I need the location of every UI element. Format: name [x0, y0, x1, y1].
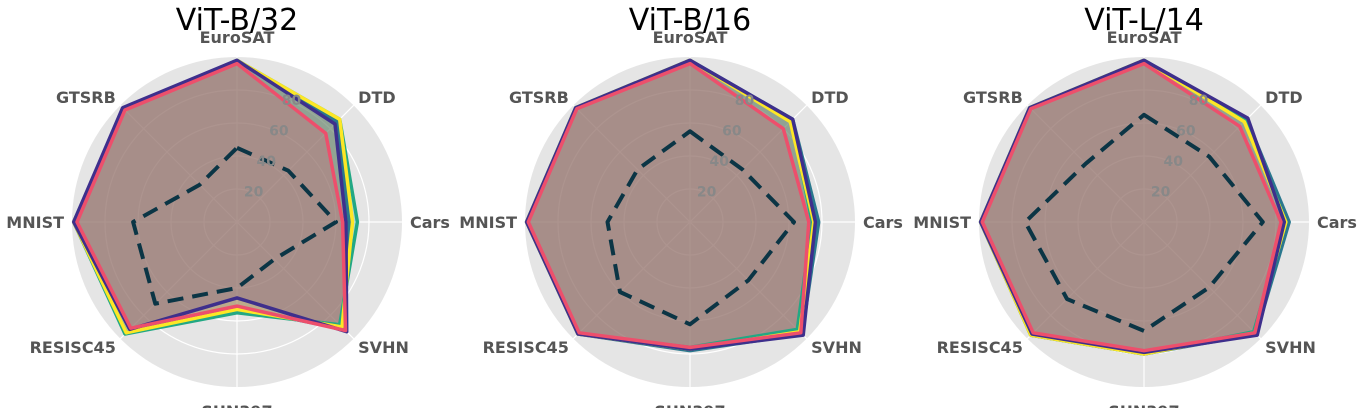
radial-tick-label: 60 — [269, 124, 289, 140]
radial-tick-label: 20 — [1151, 185, 1171, 201]
series-3-area — [526, 60, 816, 350]
category-label-dtd: DTD — [1265, 88, 1302, 107]
radial-tick-label: 80 — [1189, 93, 1209, 109]
category-label-resisc45: RESISC45 — [483, 338, 569, 357]
series-3-line — [71, 58, 349, 334]
spoke-gtsrb — [572, 104, 691, 223]
series-4-line — [526, 61, 811, 350]
series-2-area — [526, 60, 814, 350]
series-3-area — [73, 60, 347, 332]
series-1-area — [526, 60, 813, 348]
category-label-dtd: DTD — [811, 88, 848, 107]
category-label-eurosat: EuroSAT — [1107, 28, 1182, 47]
category-label-gtsrb: GTSRB — [509, 88, 569, 107]
radial-tick-label: 40 — [257, 154, 277, 170]
category-label-resisc45: RESISC45 — [937, 338, 1023, 357]
radial-tick-label: 40 — [710, 154, 730, 170]
chart-title: ViT-B/16 — [629, 3, 751, 38]
series-2-area — [73, 60, 353, 333]
chart-title: ViT-B/32 — [176, 3, 298, 38]
series-5-line — [1023, 112, 1265, 333]
series-0-area — [73, 60, 350, 333]
category-label-eurosat: EuroSAT — [200, 28, 275, 47]
category-label-eurosat: EuroSAT — [653, 28, 728, 47]
spoke-dtd — [1143, 104, 1262, 223]
series-5-line — [131, 145, 338, 306]
category-label-gtsrb: GTSRB — [56, 88, 116, 107]
category-label-cars: Cars — [863, 213, 903, 232]
spoke-resisc45 — [1026, 221, 1145, 340]
radial-tick-label: 80 — [735, 93, 755, 109]
category-label-svhn: SVHN — [1265, 338, 1316, 357]
spoke-resisc45 — [572, 221, 691, 340]
category-label-svhn: SVHN — [358, 338, 409, 357]
series-0-area — [526, 60, 819, 351]
category-label-sun397: SUN397 — [1108, 402, 1179, 408]
chart-title: ViT-L/14 — [1084, 3, 1204, 38]
series-4-area — [528, 63, 809, 348]
series-1-area — [73, 60, 358, 335]
category-label-gtsrb: GTSRB — [963, 88, 1023, 107]
radial-tick-label: 60 — [1176, 124, 1196, 140]
category-label-dtd: DTD — [358, 88, 395, 107]
category-label-svhn: SVHN — [811, 338, 862, 357]
series-5-line — [605, 129, 796, 327]
spoke-gtsrb — [119, 104, 238, 223]
series-4-area — [77, 63, 346, 331]
series-4-line — [980, 61, 1283, 353]
category-label-mnist: MNIST — [459, 213, 517, 232]
radial-tick-label: 60 — [722, 124, 742, 140]
category-label-sun397: SUN397 — [201, 402, 272, 408]
category-label-resisc45: RESISC45 — [30, 338, 116, 357]
spoke-resisc45 — [119, 221, 238, 340]
radial-tick-label: 40 — [1164, 154, 1184, 170]
spoke-dtd — [689, 104, 808, 223]
category-label-sun397: SUN397 — [654, 402, 725, 408]
category-label-mnist: MNIST — [913, 213, 971, 232]
spoke-svhn — [1143, 221, 1262, 340]
category-label-cars: Cars — [410, 213, 450, 232]
category-label-cars: Cars — [1317, 213, 1357, 232]
radial-tick-label: 80 — [282, 93, 302, 109]
radial-tick-label: 20 — [697, 185, 717, 201]
spoke-svhn — [236, 221, 355, 340]
series-4-line — [75, 61, 348, 333]
radial-tick-label: 20 — [244, 185, 264, 201]
category-label-mnist: MNIST — [6, 213, 64, 232]
